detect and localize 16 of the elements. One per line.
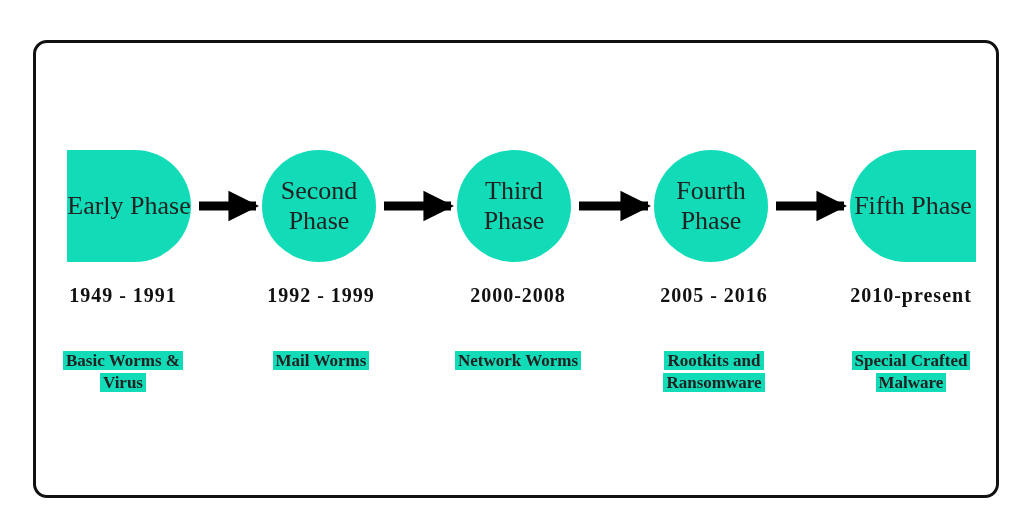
phase-name: Third Phase [482,176,546,236]
arrow [776,190,848,222]
arrow [579,190,652,222]
phase-name: Fourth Phase [675,176,747,236]
year-range: 2010-present [849,284,973,307]
phase-name: Second Phase [279,176,359,236]
phase-name: Early Phase [67,191,191,221]
year-range: 1992 - 1999 [266,284,376,307]
arrow [199,190,260,222]
phase-shape [850,150,976,262]
year-range: 2005 - 2016 [659,284,769,307]
year-range: 1949 - 1991 [68,284,178,307]
phase-shape [67,150,191,262]
phase-name: Fifth Phase [854,191,972,221]
year-range: 2000-2008 [469,284,567,307]
arrow [384,190,455,222]
